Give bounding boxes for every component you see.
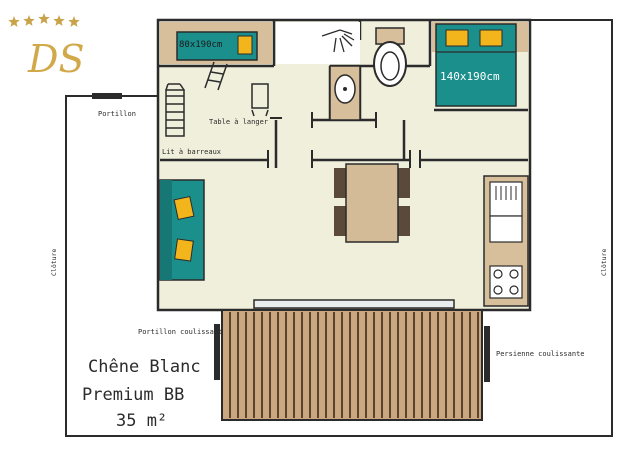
star-icon — [53, 15, 65, 26]
bathroom — [276, 22, 407, 121]
bedroom-single: 80x190cm — [160, 22, 272, 91]
sliding-glass-door — [253, 299, 455, 309]
gate-marker — [92, 93, 122, 99]
changing-table — [251, 83, 269, 117]
double-bed-pillow-1 — [445, 29, 469, 47]
chair-4 — [398, 206, 410, 236]
deck — [221, 309, 483, 421]
sliding-gate-marker — [214, 324, 220, 380]
chair-3 — [398, 168, 410, 198]
sofa-cushion-2 — [174, 238, 194, 262]
chair-1 — [334, 168, 346, 198]
sink-drain — [343, 87, 347, 91]
crib — [165, 83, 185, 137]
bedroom-double: 140x190cm — [432, 22, 528, 107]
star-icon — [8, 16, 20, 27]
drainboard-lines — [495, 186, 517, 200]
double-bed-pillow-2 — [479, 29, 503, 47]
sofa — [159, 179, 205, 281]
fence-left-label: Clôture — [50, 249, 58, 276]
star-icon — [68, 16, 80, 27]
crib-label: Lit à barreaux — [162, 148, 221, 156]
shower-head-icon — [321, 29, 355, 53]
door-markers — [267, 112, 421, 168]
single-bed-label: 80x190cm — [179, 40, 222, 50]
fence-outline — [65, 19, 613, 437]
star-icon — [23, 15, 35, 26]
sliding-gate-label: Portillon coulissant — [138, 328, 222, 336]
single-bed-pillow — [237, 35, 253, 55]
toilet-seat — [380, 51, 400, 81]
chair-2 — [334, 206, 346, 236]
deck-planks — [229, 312, 479, 418]
logo-letters: DS — [27, 37, 85, 81]
title-line-2: Premium BB — [82, 385, 184, 405]
sliding-screen-label: Persienne coulissante — [496, 350, 585, 358]
kitchen-sink — [489, 215, 523, 243]
table-top — [345, 163, 399, 243]
title-line-1: Chêne Blanc — [88, 357, 201, 377]
sliding-screen-marker — [484, 326, 490, 382]
changing-table-label: Table à langer — [209, 118, 268, 126]
fence-right-label: Clôture — [600, 249, 608, 276]
shower-area — [276, 22, 360, 64]
logo-stars — [8, 13, 80, 27]
star-icon — [38, 13, 50, 24]
logo: DS — [8, 13, 85, 81]
sofa-cushion-1 — [173, 195, 195, 221]
title-line-3: 35 m² — [116, 411, 167, 431]
double-bed-label: 140x190cm — [440, 70, 500, 83]
dining-table — [334, 163, 410, 243]
kitchen-counter — [483, 175, 529, 307]
gate-label: Portillon — [98, 110, 136, 118]
